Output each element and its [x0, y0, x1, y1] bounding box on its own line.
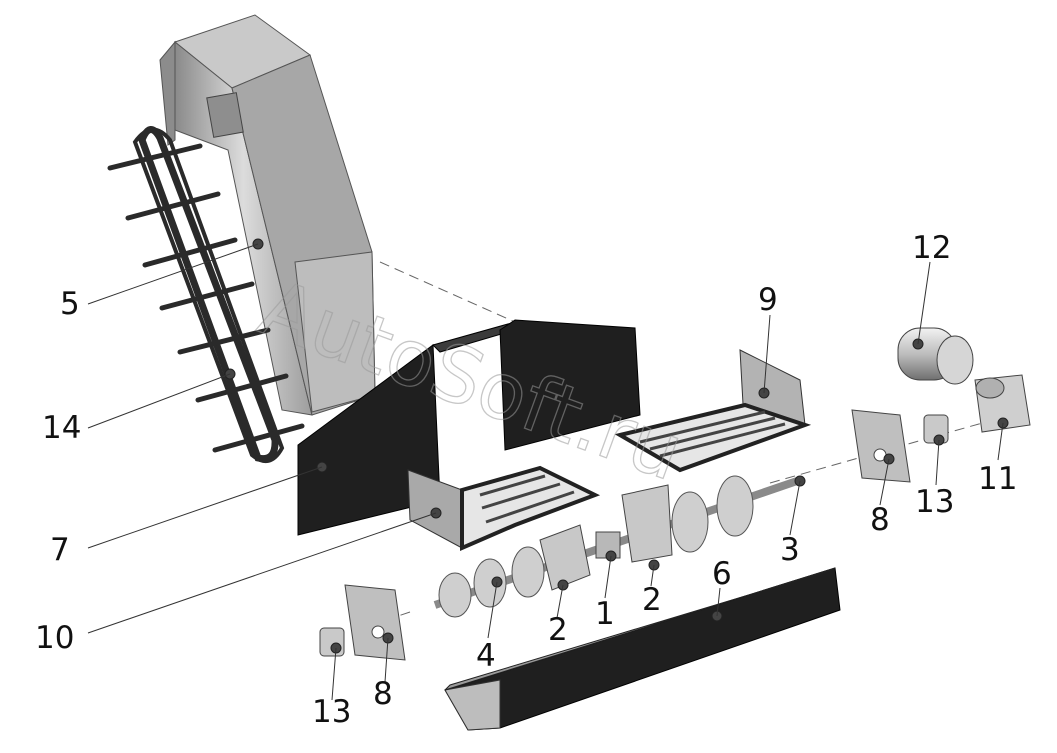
part-14-scraper-chain [107, 126, 305, 464]
callout-11: 11 [978, 461, 1017, 497]
part-5-elevator-chute [159, 14, 376, 416]
callout-2b: 2 [642, 582, 662, 618]
callout-8a: 8 [373, 676, 393, 712]
callout-7: 7 [50, 532, 70, 568]
callout-2a: 2 [548, 612, 568, 648]
leader-lines [87, 243, 1004, 701]
part-2-bearing-frames [539, 484, 673, 591]
part-7-housing-panels [297, 319, 641, 536]
part-11-gearbox [974, 374, 1031, 433]
callout-10: 10 [35, 620, 74, 656]
part-6-trough [444, 567, 841, 731]
callout-4: 4 [476, 638, 496, 674]
callout-5: 5 [60, 286, 80, 322]
part-9-grate-tray [614, 349, 812, 473]
part-4-auger [433, 475, 802, 618]
part-1-coupling [595, 531, 621, 562]
callout-14: 14 [42, 410, 81, 446]
callout-1: 1 [595, 596, 615, 632]
part-12-electric-motor [897, 327, 974, 385]
callout-8b: 8 [870, 502, 890, 538]
callout-9: 9 [758, 282, 778, 318]
callout-6: 6 [712, 556, 732, 592]
part-10-grate-tray [407, 465, 601, 552]
part-8-end-plates [344, 409, 911, 661]
callout-13b: 13 [915, 484, 954, 520]
callout-labels: 1 2 2 3 4 5 6 7 8 8 9 10 11 12 13 13 14 [35, 230, 1017, 730]
callout-13a: 13 [312, 694, 351, 730]
callout-3: 3 [780, 532, 800, 568]
callout-12: 12 [912, 230, 951, 266]
